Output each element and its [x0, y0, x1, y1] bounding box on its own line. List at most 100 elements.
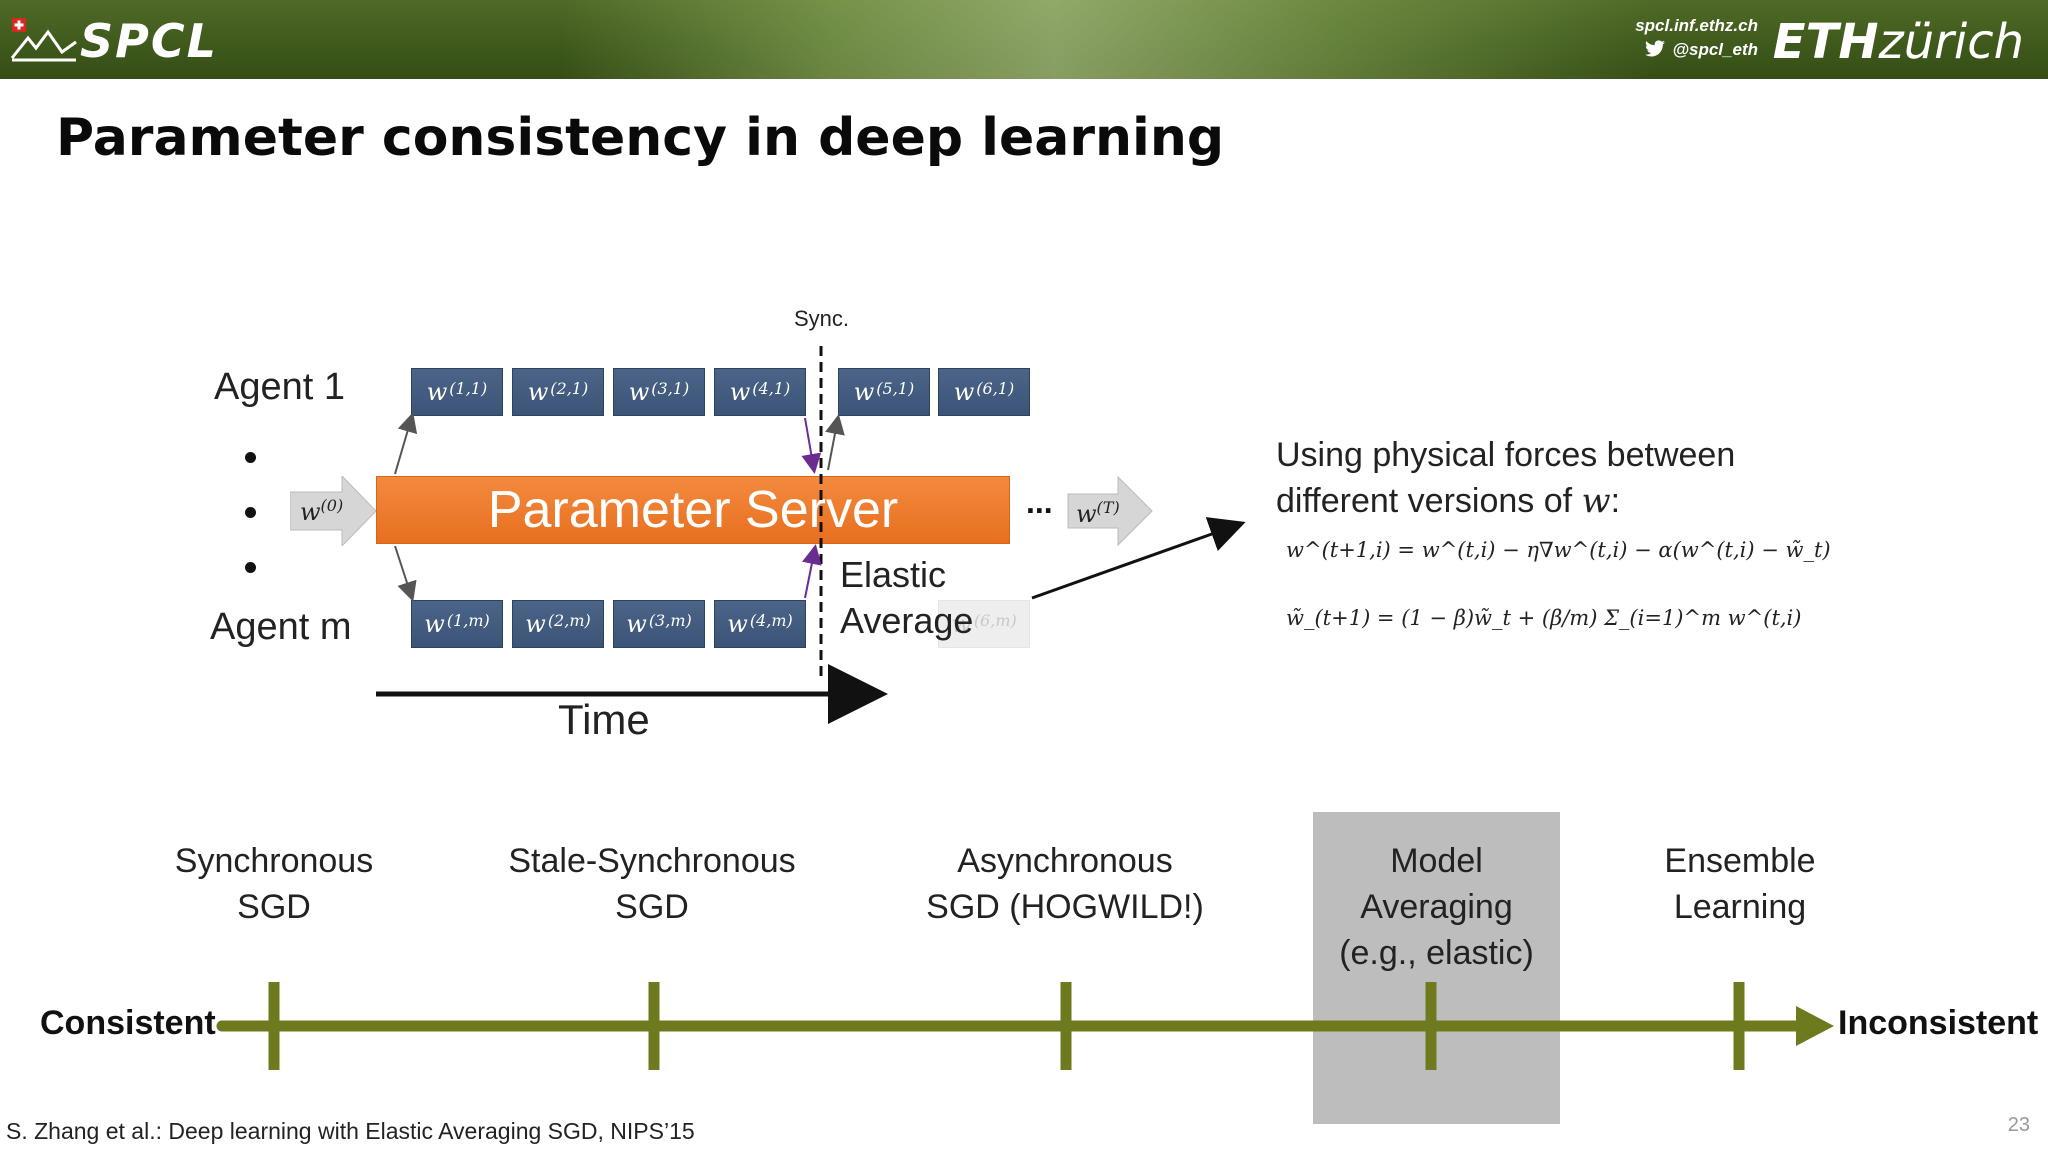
w-base: w [729, 378, 751, 406]
w-box-bottom: w(1,m) [411, 600, 503, 648]
twitter-handle: @spcl_eth [1672, 40, 1758, 59]
w-sup: (6,m) [973, 610, 1017, 630]
eth-logo: ETHzürich [1773, 14, 2024, 70]
w-sup: (4,1) [752, 378, 791, 398]
spectrum-label-line: (e.g., elastic) [1339, 934, 1534, 972]
w0-arrow [290, 476, 377, 546]
w-sup: (3,m) [648, 610, 692, 630]
agent-ellipsis-dot [245, 507, 256, 518]
sync-label: Sync. [794, 306, 850, 331]
mountain-backdrop [560, 0, 1660, 79]
wT-sup: (T) [1096, 498, 1120, 517]
w-box-top: w(5,1) [838, 368, 930, 416]
citation: S. Zhang et al.: Deep learning with Elas… [6, 1118, 695, 1144]
equation-update: w^(t+1,i) = w^(t,i) − η∇w^(t,i) − α(w^(t… [1286, 538, 1831, 562]
w-sup: (5,1) [876, 378, 915, 398]
push-arrow-bottom [394, 545, 417, 602]
w0-label: w(0) [300, 496, 343, 526]
wT-label: w(T) [1076, 498, 1120, 528]
spcl-wordmark: SPCL [80, 14, 218, 68]
twitter-icon [1645, 40, 1666, 57]
equation-average-text: w̃_(t+1) = (1 − β)w̃_t + (β/m) Σ_(i=1)^m… [1286, 606, 1802, 630]
explanation-pointer [1031, 517, 1246, 600]
w0-sup: (0) [320, 496, 344, 515]
w-box-top: w(2,1) [512, 368, 604, 416]
w-box-top: w(4,1) [714, 368, 806, 416]
w-sup: (6,1) [976, 378, 1015, 398]
equation-average: w̃_(t+1) = (1 − β)w̃_t + (β/m) Σ_(i=1)^m… [1286, 606, 1801, 630]
highlight-model-averaging [1313, 812, 1560, 1124]
explanation-line-1: Using physical forces between [1276, 436, 1736, 474]
sync-arrow-bottom-in [802, 544, 822, 599]
elastic-average-label: Elastic Average [840, 552, 973, 644]
page-number: 23 [2007, 1114, 2030, 1136]
parameter-server: Parameter Server [376, 476, 1010, 544]
header-banner: SPCL spcl.inf.ethz.ch @spcl_eth ETHzüric… [0, 0, 2048, 79]
w-sup: (1,1) [449, 378, 488, 398]
axis-arrowhead [1796, 1006, 1834, 1046]
w-box-bottom: w(2,m) [512, 600, 604, 648]
banner-links: spcl.inf.ethz.ch @spcl_eth [1635, 14, 1758, 62]
twitter-link[interactable]: @spcl_eth [1635, 38, 1758, 62]
swiss-mountain-icon [10, 18, 77, 62]
agent-1-label: Agent 1 [214, 366, 345, 408]
spectrum-label-highlighted: Model Averaging (e.g., elastic) [1313, 838, 1560, 976]
spectrum-label-line: SGD (HOGWILD!) [926, 888, 1204, 926]
explanation-text: Using physical forces between different … [1276, 432, 1735, 524]
spectrum-label-line: Asynchronous [957, 842, 1173, 880]
agent-m-label: Agent m [210, 606, 352, 648]
w-box-bottom: w(4,m) [714, 600, 806, 648]
w-base: w [953, 378, 975, 406]
w-box-bottom-faded: w(6,m) [938, 600, 1030, 648]
w-base: w [951, 610, 972, 638]
w-base: w [424, 610, 445, 638]
spectrum-label: Stale-Synchronous SGD [482, 838, 822, 930]
spectrum-label-line: SGD [615, 888, 689, 926]
spectrum-label-line: Learning [1673, 888, 1807, 926]
website-link[interactable]: spcl.inf.ethz.ch [1635, 16, 1758, 35]
average-label: Average [840, 600, 974, 641]
agent-ellipsis-dot [245, 562, 256, 573]
explanation-line-2: different versions of w: [1276, 478, 1735, 524]
w-base: w [853, 378, 875, 406]
spectrum-label-line: Synchronous [174, 842, 374, 880]
elastic-label: Elastic [840, 554, 947, 595]
spectrum-label-line: Averaging [1360, 888, 1513, 926]
spectrum-label: Synchronous SGD [124, 838, 424, 930]
w-base: w [525, 610, 546, 638]
spectrum-label-line: SGD [237, 888, 311, 926]
push-arrow-top [394, 412, 418, 475]
spectrum-label: Ensemble Learning [1600, 838, 1880, 930]
agent-ellipsis-dot [245, 452, 256, 463]
sync-arrow-top-out [825, 414, 845, 471]
w0-base: w [300, 498, 321, 526]
w-base: w [527, 378, 549, 406]
spectrum-label-line: Ensemble [1664, 842, 1816, 880]
inconsistent-label: Inconsistent [1838, 1004, 2039, 1042]
w-box-top: w(1,1) [411, 368, 503, 416]
w-sup: (2,1) [550, 378, 589, 398]
explanation-var: w [1581, 481, 1611, 521]
time-label: Time [558, 696, 650, 743]
w-base: w [628, 378, 650, 406]
spectrum-label-line: Model [1390, 842, 1483, 880]
w-sup: (2,m) [547, 610, 591, 630]
w-base: w [426, 378, 448, 406]
w-base: w [626, 610, 647, 638]
w-box-top: w(6,1) [938, 368, 1030, 416]
w-sup: (4,m) [749, 610, 793, 630]
slide-title: Parameter consistency in deep learning [56, 108, 1225, 168]
eth-logo-bold: ETH [1772, 14, 1879, 70]
w-box-bottom: w(3,m) [613, 600, 705, 648]
spectrum-label-line: Stale-Synchronous [508, 842, 796, 880]
w-box-top: w(3,1) [613, 368, 705, 416]
equation-update-text: w^(t+1,i) = w^(t,i) − η∇w^(t,i) − α(w^(t… [1286, 538, 1831, 562]
eth-logo-light: zürich [1878, 14, 2025, 70]
wT-arrow [1067, 475, 1153, 547]
explanation-colon: : [1610, 482, 1621, 520]
w-sup: (1,m) [446, 610, 490, 630]
sync-arrow-top-in [801, 417, 822, 474]
server-ellipsis: ... [1026, 484, 1053, 520]
